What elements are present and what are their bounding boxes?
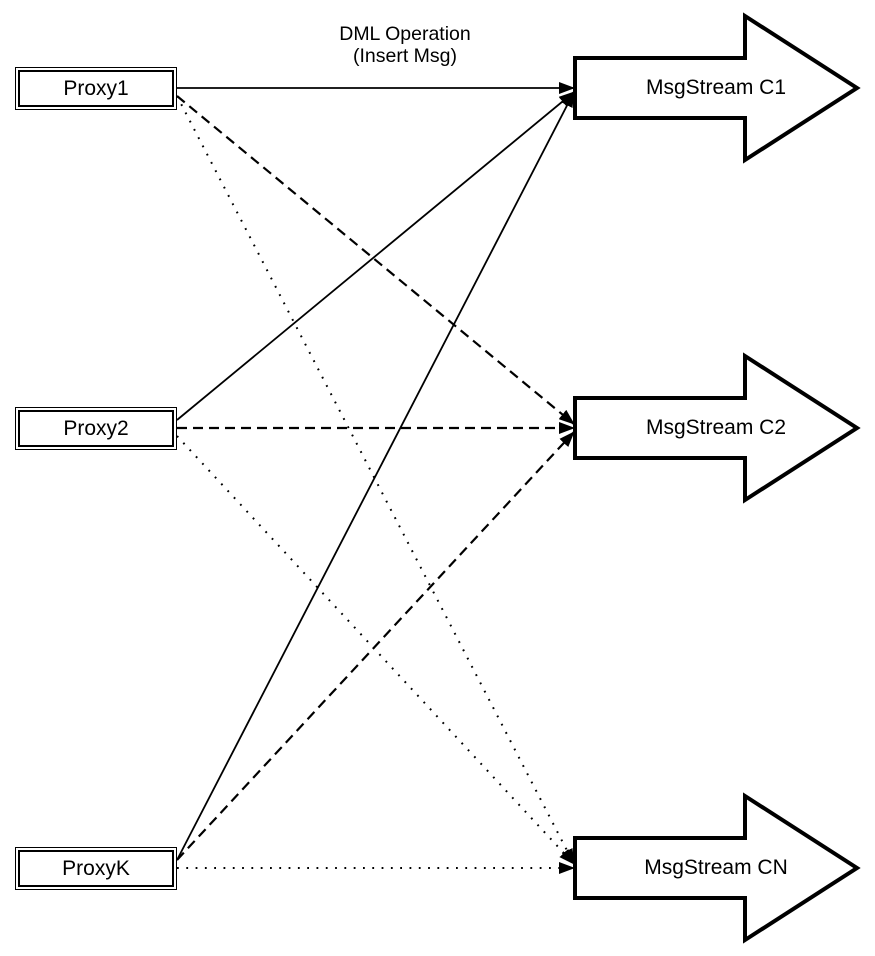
diagram-title-line2: (Insert Msg) bbox=[352, 44, 457, 67]
node-proxy2: Proxy2 bbox=[15, 407, 177, 450]
node-proxy1-label: Proxy1 bbox=[18, 70, 174, 107]
diagram-title: DML Operation (Insert Msg) bbox=[285, 23, 525, 67]
node-proxy2-label: Proxy2 bbox=[18, 410, 174, 447]
edge-proxy2-c1 bbox=[176, 91, 575, 421]
edge-proxyk-c2 bbox=[176, 431, 575, 861]
node-proxy1: Proxy1 bbox=[15, 67, 177, 110]
msgstream-cn-arrow bbox=[573, 792, 861, 944]
edge-proxy1-c2 bbox=[176, 95, 575, 425]
edge-layer bbox=[176, 82, 575, 874]
edge-proxyk-c1 bbox=[176, 91, 575, 861]
node-msgstream-c2-label: MsgStream C2 bbox=[645, 416, 787, 439]
diagram-title-line1: DML Operation bbox=[339, 23, 471, 45]
edge-proxy2-cn bbox=[176, 435, 575, 865]
msgstream-c1-arrow bbox=[573, 12, 861, 164]
msgstream-c2-arrow bbox=[573, 352, 861, 504]
edge-proxy1-cn bbox=[176, 95, 575, 865]
node-msgstream-cn-label: MsgStream CN bbox=[644, 856, 788, 879]
node-proxyk-label: ProxyK bbox=[18, 850, 174, 887]
node-msgstream-c1-label: MsgStream C1 bbox=[645, 76, 787, 99]
node-proxyk: ProxyK bbox=[15, 847, 177, 890]
